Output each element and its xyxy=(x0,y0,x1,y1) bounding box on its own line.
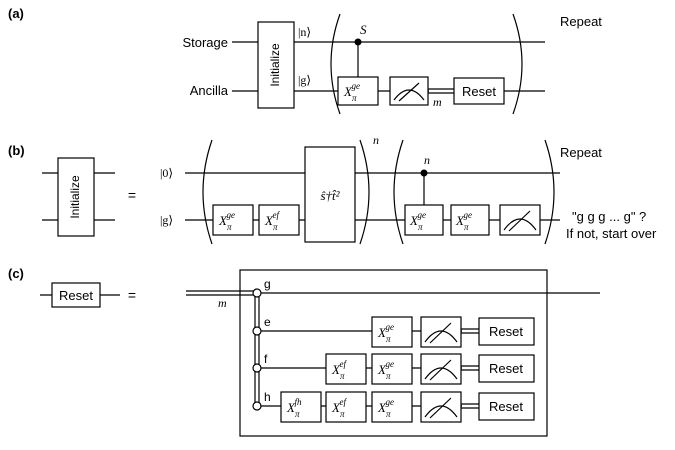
equals-c: = xyxy=(128,287,136,303)
reset-label-h: Reset xyxy=(489,399,523,414)
x-ge-gate-b xyxy=(212,204,254,236)
left-paren-b2 xyxy=(393,139,404,245)
label-f: f xyxy=(264,352,268,366)
x-ef-gate-b xyxy=(258,204,300,236)
label-e: e xyxy=(264,315,271,329)
sideband-label: ŝ†t̂² xyxy=(320,188,340,203)
reset-box-f xyxy=(478,354,535,383)
x-ge-gate-a xyxy=(337,76,379,106)
meter-needle-h xyxy=(429,397,452,419)
initialize-label-b: Initialize xyxy=(68,175,82,219)
meter-arc-f xyxy=(424,367,458,380)
x-gate-b1-label: Xπge xyxy=(218,210,235,232)
repeat-label-b: Repeat xyxy=(560,145,602,160)
reset-box-small-c xyxy=(51,282,101,308)
x-ge-h-label: Xπge xyxy=(377,397,394,419)
label-h: h xyxy=(264,390,271,404)
m-label-a: m xyxy=(433,95,442,109)
x-fh-gate-h xyxy=(280,391,322,423)
label-g: g xyxy=(264,277,271,291)
x-ge-gate-h xyxy=(371,391,413,423)
equals-b: = xyxy=(128,187,136,203)
meter-needle-f xyxy=(429,359,452,381)
x-ge-gate-e xyxy=(371,316,413,348)
right-paren-a xyxy=(512,13,523,115)
meter-needle-a xyxy=(398,82,420,102)
x-ef-gate-h xyxy=(325,391,367,423)
node-f xyxy=(252,363,262,373)
left-paren-b1 xyxy=(202,139,213,245)
s-label: S xyxy=(360,22,367,37)
x-ef-gate-f xyxy=(325,353,367,385)
initialize-box-a xyxy=(257,21,295,109)
measurement-meter-a xyxy=(389,76,429,106)
left-paren-a xyxy=(330,13,341,115)
panel-label-b: (b) xyxy=(8,143,25,158)
x-ge-f-label: Xπge xyxy=(377,359,394,381)
x-ge-gate-b3 xyxy=(404,204,444,236)
meter-arc-e xyxy=(424,330,458,343)
reset-box-h xyxy=(478,392,535,421)
x-gate-b4-label: Xπge xyxy=(455,210,472,232)
meter-arc-a xyxy=(393,89,425,101)
meter-arc-b xyxy=(503,218,537,231)
x-ef-f-label: Xπef xyxy=(331,359,347,381)
check-label: "g g g ... g" ? xyxy=(572,209,646,224)
x-fh-h-label: Xπfh xyxy=(286,397,302,419)
right-paren-b1 xyxy=(359,139,370,245)
meter-needle-e xyxy=(429,322,452,344)
start-over-label: If not, start over xyxy=(566,226,657,241)
ancilla-label: Ancilla xyxy=(190,83,229,98)
node-g xyxy=(252,288,262,298)
x-ef-h-label: Xπef xyxy=(331,397,347,419)
measurement-meter-b xyxy=(499,204,541,236)
ket-0: |0⟩ xyxy=(160,166,173,180)
ket-g-a: |g⟩ xyxy=(298,73,311,87)
initialize-label-a: Initialize xyxy=(268,43,282,87)
n-control-label: n xyxy=(424,153,430,167)
panel-label-c: (c) xyxy=(8,266,24,281)
x-gate-b2-label: Xπef xyxy=(264,210,280,232)
node-e xyxy=(252,326,262,336)
repeat-label-a: Repeat xyxy=(560,14,602,29)
node-h xyxy=(252,401,262,411)
reset-label-a: Reset xyxy=(462,84,496,99)
ket-g-b: |g⟩ xyxy=(160,213,173,227)
m-label-c: m xyxy=(218,296,227,310)
reset-box-e xyxy=(478,317,535,346)
x-gate-b3-label: Xπge xyxy=(409,210,426,232)
storage-label: Storage xyxy=(182,35,228,50)
reset-label-small-c: Reset xyxy=(59,288,93,303)
reset-label-f: Reset xyxy=(489,361,523,376)
x-ge-gate-b4 xyxy=(450,204,490,236)
n-exponent: n xyxy=(373,133,379,147)
meter-arc-h xyxy=(424,405,458,418)
panel-label-a: (a) xyxy=(8,6,24,21)
x-ge-e-label: Xπge xyxy=(377,322,394,344)
x-ge-gate-f xyxy=(371,353,413,385)
reset-box-a xyxy=(453,77,505,105)
x-gate-a-label: Xπge xyxy=(343,81,360,103)
right-paren-b2 xyxy=(544,139,555,245)
sideband-gate xyxy=(304,146,356,243)
ket-n: |n⟩ xyxy=(298,25,311,39)
reset-label-e: Reset xyxy=(489,324,523,339)
initialize-box-b xyxy=(57,157,95,237)
meter-needle-b xyxy=(508,210,531,232)
